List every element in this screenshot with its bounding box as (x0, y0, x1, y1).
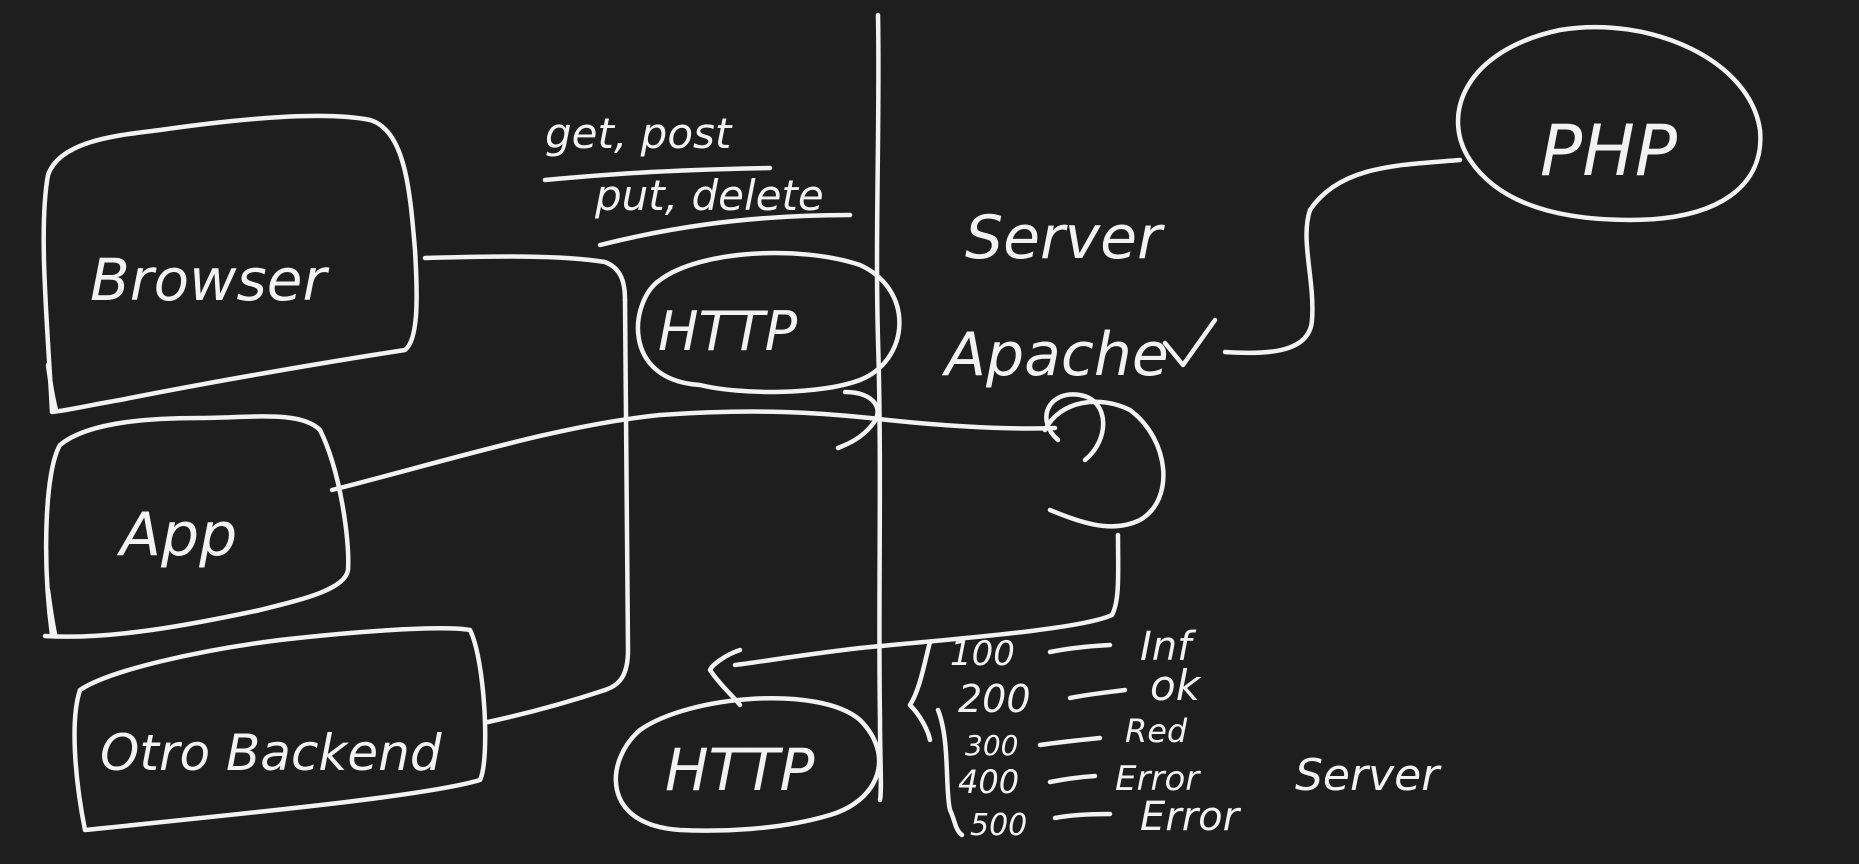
status-meaning-100: Inf (1140, 624, 1197, 670)
status-meaning-500: Error (1140, 794, 1242, 840)
php-label: PHP (1540, 110, 1678, 192)
http-methods-note: get, post put, delete (542, 109, 853, 248)
apache-label: Apache (941, 320, 1169, 390)
methods-line2: put, delete (594, 171, 824, 220)
http-request-label: HTTP (658, 300, 798, 363)
browser-box: Browser (41, 113, 419, 415)
request-arrow (835, 389, 880, 451)
other-backend-label: Otro Backend (100, 724, 442, 782)
status-meaning-200: ok (1150, 661, 1202, 710)
status-code-200: 200 (958, 677, 1031, 721)
server-title: Server (965, 203, 1165, 273)
browser-label: Browser (90, 246, 329, 314)
apache-to-php-line (1222, 157, 1463, 356)
status-meaning-400: Error (1115, 759, 1201, 799)
status-codes-list: 100 Inf 200 ok 300 Red 400 Error 500 Err… (907, 624, 1442, 843)
status-meaning-300: Red (1125, 712, 1188, 750)
app-label: App (116, 500, 237, 570)
app-box: App (42, 414, 351, 639)
other-backend-box: Otro Backend (72, 626, 488, 833)
app-to-server-line (329, 409, 1058, 493)
browser-to-bus-line (422, 254, 628, 303)
php-bubble: PHP (1455, 24, 1763, 223)
checkmark-icon (1162, 317, 1218, 368)
response-arrowhead (707, 647, 743, 708)
methods-line1: get, post (545, 109, 733, 158)
status-code-300: 300 (965, 729, 1018, 762)
status-code-500: 500 (970, 808, 1027, 843)
http-response-bubble: HTTP (613, 695, 882, 833)
status-extra-500: Server (1295, 750, 1442, 801)
status-code-400: 400 (958, 763, 1019, 801)
response-line (732, 532, 1121, 668)
http-request-bubble: HTTP (635, 250, 902, 451)
client-bus-line (602, 297, 631, 693)
backend-to-bus-line (485, 687, 608, 725)
apache-process-loop (1042, 392, 1166, 529)
status-code-100: 100 (950, 634, 1015, 674)
http-response-label: HTTP (665, 736, 814, 804)
client-server-divider (874, 12, 884, 803)
